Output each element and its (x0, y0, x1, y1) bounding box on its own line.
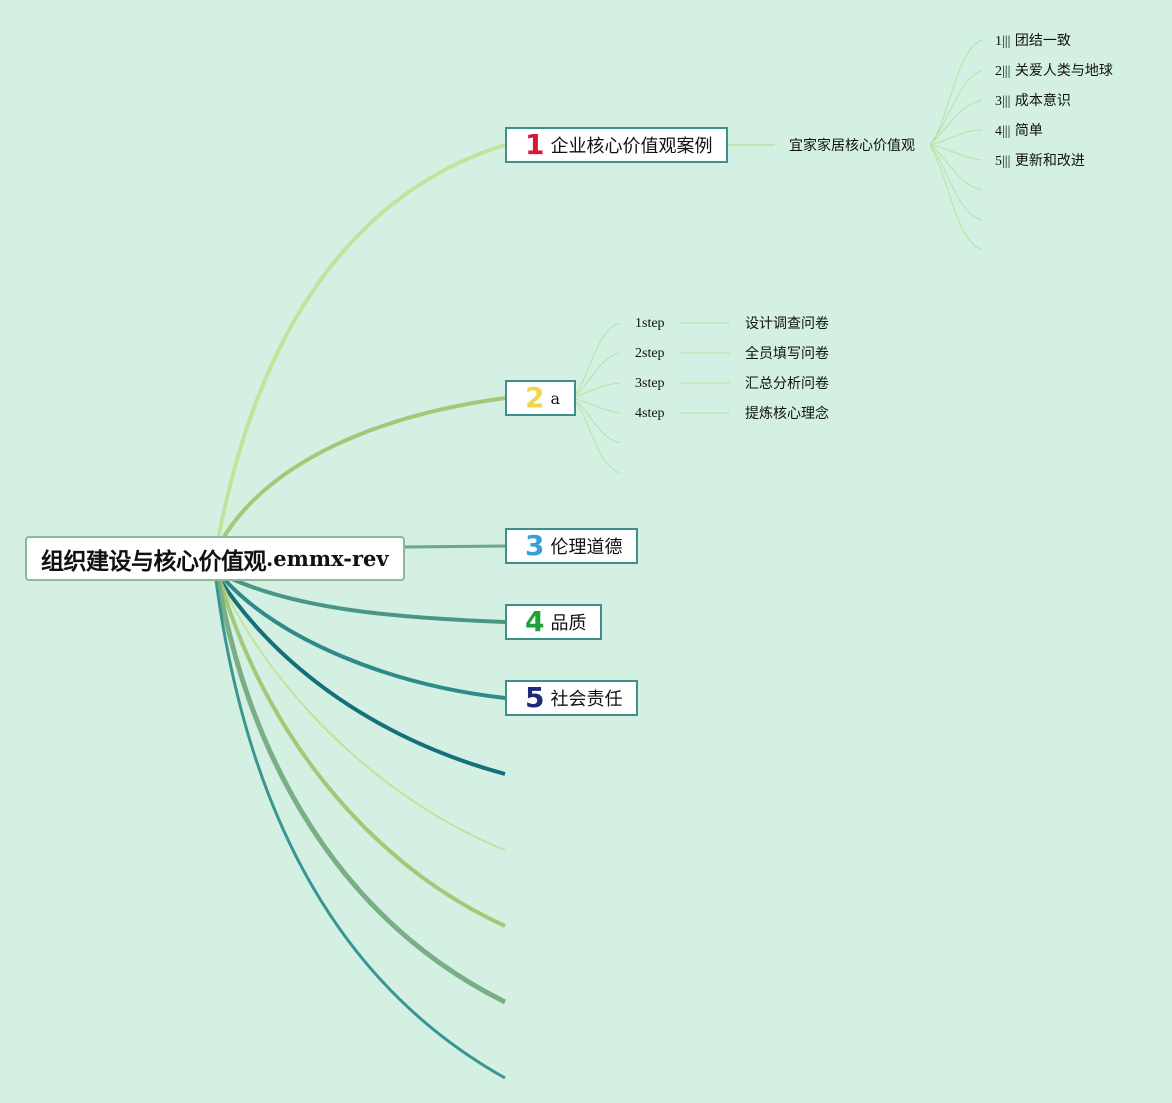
topic-5[interactable]: 5 社会责任 (505, 680, 639, 716)
step-3-text[interactable]: 汇总分析问卷 (745, 376, 829, 392)
case-item-3-text: 成本意识 (1014, 93, 1071, 109)
case-item-5-text: 更新和改进 (1014, 153, 1085, 169)
case-item-2-text: 关爱人类与地球 (1014, 63, 1113, 79)
branch-empty-2 (219, 579, 506, 851)
topic-1-label: 企业核心价值观案例 (550, 136, 713, 157)
topic-4-number-icon: 4 (525, 605, 545, 638)
topic-3-number-icon: 3 (525, 529, 545, 562)
branch-empty-5 (214, 579, 506, 1080)
step-4-label[interactable]: 4step (635, 406, 665, 421)
case-label[interactable]: 宜家家居核心价值观 (789, 138, 915, 154)
step-3-label[interactable]: 3step (635, 376, 665, 391)
branch-topic-1 (216, 143, 506, 541)
case-item-4-text: 简单 (1014, 123, 1043, 139)
step-2-text[interactable]: 全员填写问卷 (745, 346, 829, 362)
topic-4[interactable]: 4 品质 (505, 604, 603, 640)
branch-empty-3 (218, 579, 506, 928)
root-topic[interactable]: 组织建设与核心价值观.emmx-rev (25, 536, 405, 581)
step-1-text[interactable]: 设计调查问卷 (745, 316, 829, 332)
topic-2[interactable]: 2 a (505, 380, 577, 416)
topic-1-number-icon: 1 (525, 128, 545, 161)
branch-topic-4 (229, 576, 506, 624)
branch-topic-3 (404, 544, 506, 549)
topic-4-label: 品质 (550, 613, 587, 634)
twig-case-items (929, 39, 983, 251)
topic-5-label: 社会责任 (550, 689, 623, 710)
branch-topic-2 (220, 396, 506, 542)
topic-3-label: 伦理道德 (550, 537, 623, 558)
case-item-1[interactable]: 1||| 团结一致 (995, 32, 1071, 51)
topic-5-number-icon: 5 (525, 681, 545, 714)
branch-empty-4 (215, 579, 507, 1005)
twig-steps (571, 322, 730, 474)
case-item-1-num: 1||| (995, 34, 1011, 49)
branch-topic-5 (223, 578, 506, 700)
case-item-3-num: 3||| (995, 94, 1011, 109)
step-2-label[interactable]: 2step (635, 346, 665, 361)
branch-empty-1 (218, 578, 506, 776)
step-4-text[interactable]: 提炼核心理念 (745, 406, 829, 422)
root-title: 组织建设与核心价值观 (41, 548, 267, 575)
case-item-4[interactable]: 4||| 简单 (995, 122, 1043, 141)
root-suffix: .emmx-rev (266, 546, 389, 571)
case-item-4-num: 4||| (995, 124, 1011, 139)
topic-2-label: a (550, 388, 561, 408)
case-item-1-text: 团结一致 (1014, 33, 1071, 49)
case-item-2[interactable]: 2||| 关爱人类与地球 (995, 62, 1113, 81)
case-item-3[interactable]: 3||| 成本意识 (995, 92, 1071, 111)
topic-1[interactable]: 1 企业核心价值观案例 (505, 127, 729, 163)
case-item-5-num: 5||| (995, 154, 1011, 169)
case-item-5[interactable]: 5||| 更新和改进 (995, 152, 1085, 171)
step-1-label[interactable]: 1step (635, 316, 665, 331)
topic-3[interactable]: 3 伦理道德 (505, 528, 639, 564)
case-item-2-num: 2||| (995, 64, 1011, 79)
topic-2-number-icon: 2 (525, 381, 545, 414)
